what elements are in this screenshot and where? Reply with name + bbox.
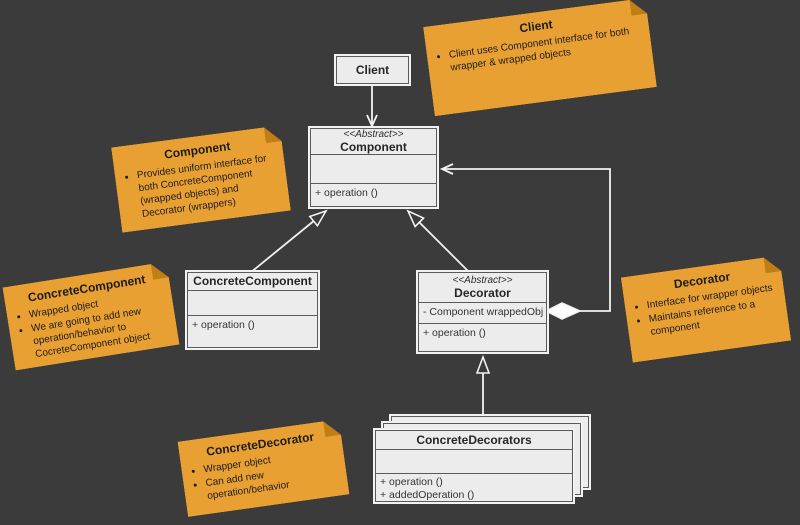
attributes-section [311,154,436,183]
class-header: ConcreteComponent [188,273,317,290]
methods-section: + operation () [311,183,436,208]
class-name: Decorator [454,286,511,301]
class-name: ConcreteComponent [193,274,312,289]
class-header: ConcreteDecorators [376,431,572,449]
class-client: Client [336,56,409,84]
aggregation-decorator-component [439,163,611,312]
class-name: Client [355,63,390,77]
class-decorator: <<Abstract>> Decorator - Component wrapp… [418,272,547,352]
attributes-section [376,449,572,473]
attributes-section: - Component wrappedObj [419,302,546,323]
class-component: <<Abstract>> Component + operation () [310,128,437,207]
method: + operation () [315,187,378,199]
attributes-section [188,290,317,315]
method: + operation () [192,319,255,331]
class-concrete-component: ConcreteComponent + operation () [187,272,318,348]
aggregation-diamond [544,302,582,320]
class-name: ConcreteDecorators [416,432,532,447]
class-stereotype: <<Abstract>> [452,274,513,286]
class-concrete-decorators: ConcreteDecorators + operation () + adde… [375,430,573,502]
methods-section: + operation () [419,323,546,353]
method: + operation () [423,327,486,339]
class-header: <<Abstract>> Decorator [419,273,546,302]
method: + operation () [380,476,443,488]
methods-section: + operation () + addedOperation () [376,473,572,503]
generalization-decorator-component [408,211,471,274]
generalization-concretecomponent-component [249,211,326,274]
class-header: <<Abstract>> Component [311,128,436,155]
method: + addedOperation () [380,489,475,502]
class-stereotype: <<Abstract>> [343,128,404,140]
attribute: - Component wrappedObj [423,306,544,318]
class-name: Component [340,140,407,155]
methods-section: + operation () [188,315,317,349]
